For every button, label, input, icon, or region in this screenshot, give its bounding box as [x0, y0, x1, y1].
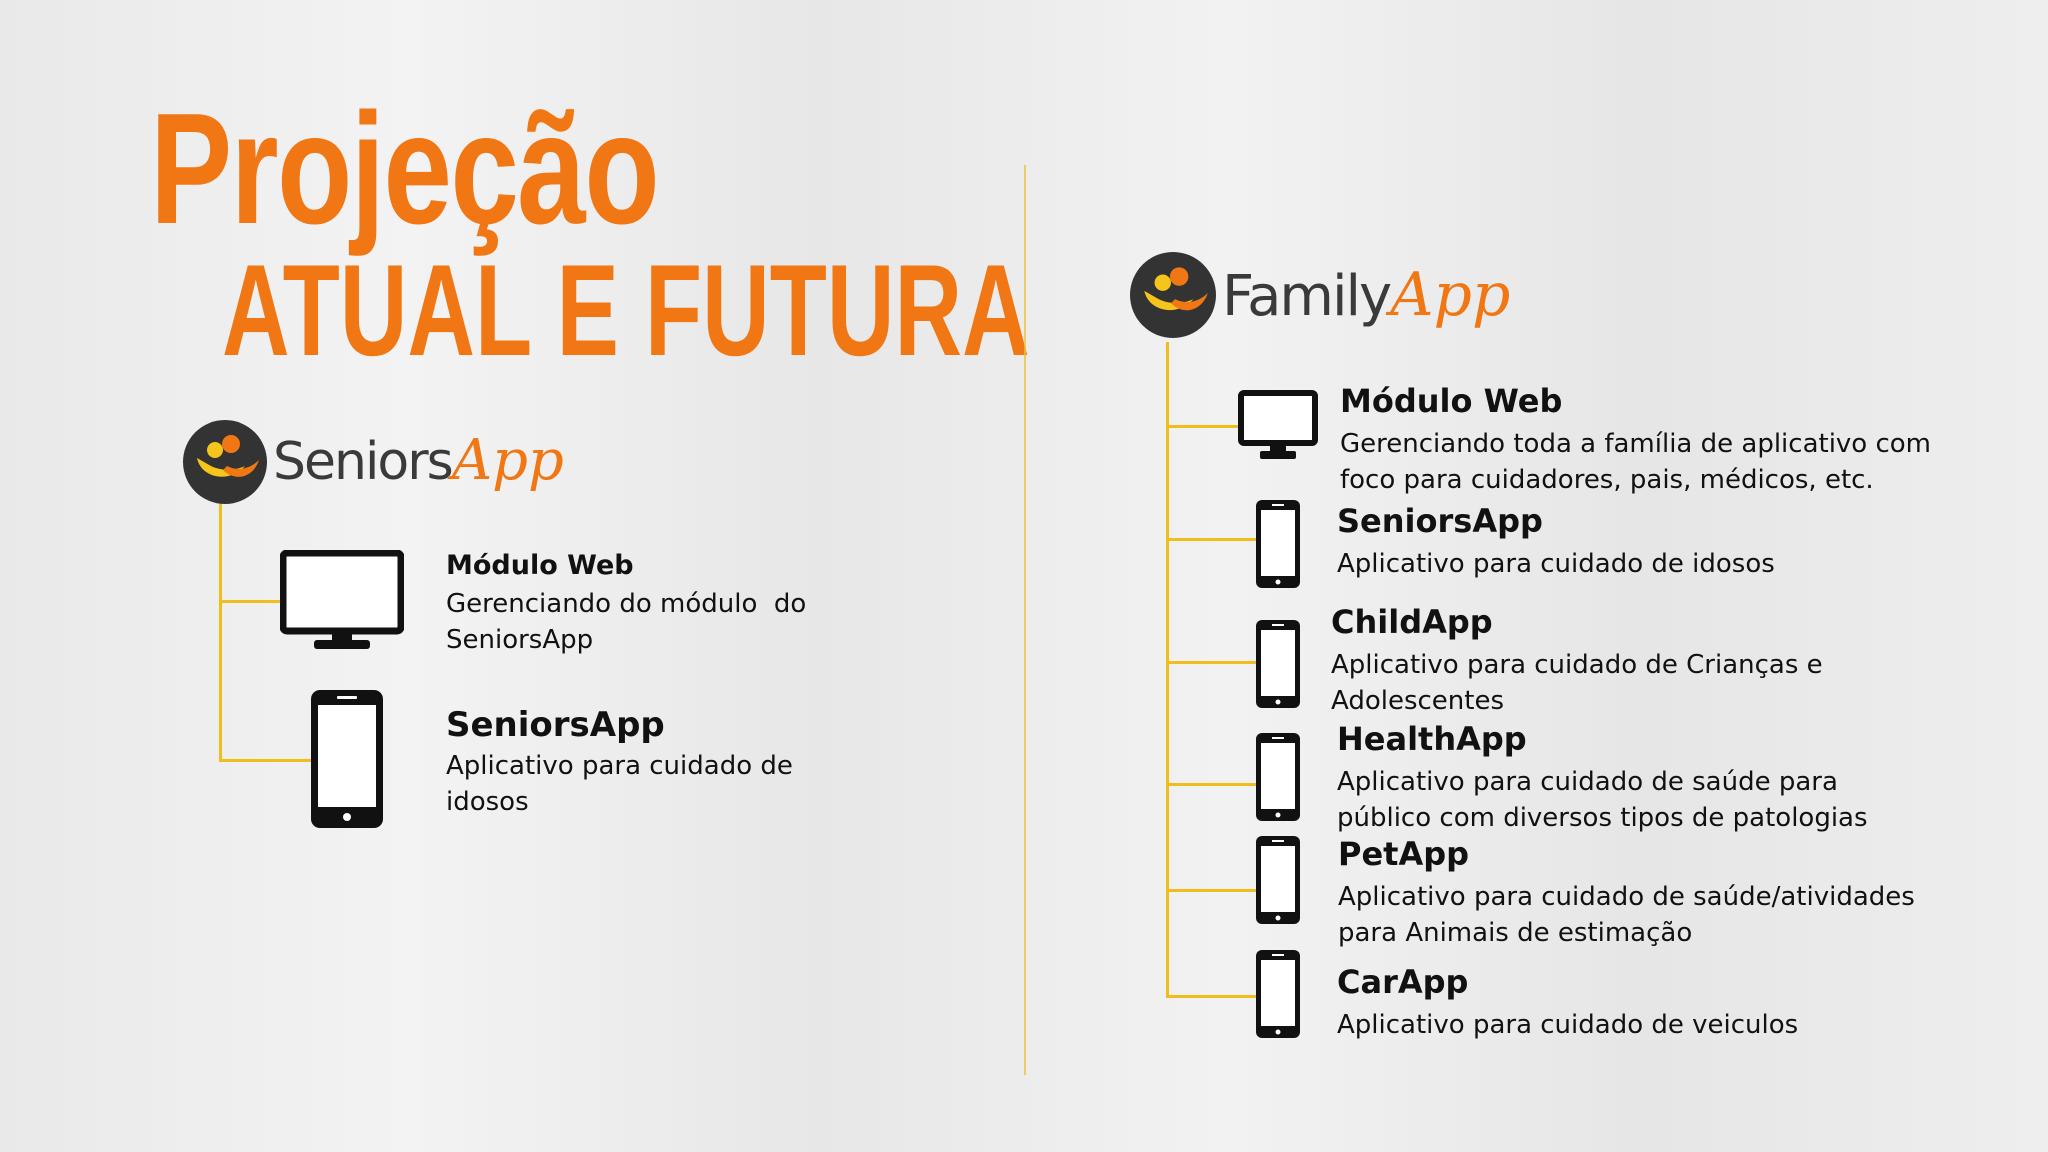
connector-trunk: [219, 504, 222, 762]
familyapp-logo-text: FamilyApp: [1222, 260, 1510, 330]
connector-trunk: [1166, 342, 1169, 998]
logo-name: Family: [1222, 264, 1392, 329]
item-desc: idosos: [446, 787, 529, 817]
connector-branch: [1166, 783, 1258, 786]
smartphone-icon: [311, 690, 383, 828]
item-desc: Adolescentes: [1331, 686, 1505, 716]
smiley-logo-icon: [1130, 252, 1216, 338]
item-title: CarApp: [1337, 963, 1469, 1001]
item-desc: Aplicativo para cuidado de saúde/ativida…: [1338, 882, 1915, 912]
smartphone-icon: [1256, 620, 1300, 708]
monitor-icon: [1238, 390, 1318, 459]
connector-branch: [219, 759, 314, 762]
item-desc: Aplicativo para cuidado de saúde para: [1337, 767, 1838, 797]
item-desc: Aplicativo para cuidado de: [446, 751, 793, 781]
familyapp-logo: FamilyApp: [1130, 252, 1510, 348]
connector-branch: [219, 600, 283, 603]
item-title: ChildApp: [1331, 603, 1493, 641]
item-desc: para Animais de estimação: [1338, 918, 1693, 948]
smartphone-icon: [1256, 950, 1300, 1038]
smartphone-icon: [1256, 733, 1300, 821]
item-desc: Aplicativo para cuidado de veiculos: [1337, 1010, 1799, 1040]
seniorsapp-logo: SeniorsApp: [183, 420, 603, 510]
smartphone-icon: [1256, 836, 1300, 924]
seniorsapp-logo-text: SeniorsApp: [273, 428, 564, 493]
item-desc: Gerenciando toda a família de aplicativo…: [1340, 429, 1932, 459]
item-title: SeniorsApp: [1337, 502, 1543, 540]
logo-accent: App: [1390, 260, 1511, 330]
logo-name: Seniors: [273, 432, 454, 492]
item-desc: foco para cuidadores, pais, médicos, etc…: [1340, 465, 1874, 495]
monitor-icon: [280, 550, 404, 649]
logo-accent: App: [451, 428, 564, 493]
item-title: PetApp: [1338, 835, 1470, 873]
item-title: Módulo Web: [1340, 382, 1563, 420]
item-desc: Aplicativo para cuidado de idosos: [1337, 549, 1775, 579]
item-desc: público com diversos tipos de patologias: [1337, 803, 1868, 833]
connector-branch: [1166, 538, 1258, 541]
item-desc: SeniorsApp: [446, 625, 594, 655]
smartphone-icon: [1256, 500, 1300, 588]
smiley-logo-icon: [183, 420, 267, 504]
item-desc: Aplicativo para cuidado de Crianças e: [1331, 650, 1823, 680]
connector-branch: [1166, 425, 1238, 428]
connector-branch: [1166, 995, 1258, 998]
connector-branch: [1166, 661, 1258, 664]
item-desc: Gerenciando do módulo do: [446, 589, 807, 619]
center-divider: [1024, 165, 1026, 1075]
item-title: Módulo Web: [446, 550, 634, 581]
item-title: HealthApp: [1337, 720, 1527, 758]
page-subtitle: ATUAL E FUTURA: [222, 237, 1030, 383]
item-title: SeniorsApp: [446, 705, 665, 745]
connector-branch: [1166, 889, 1258, 892]
page-title: Projeção: [150, 81, 660, 257]
